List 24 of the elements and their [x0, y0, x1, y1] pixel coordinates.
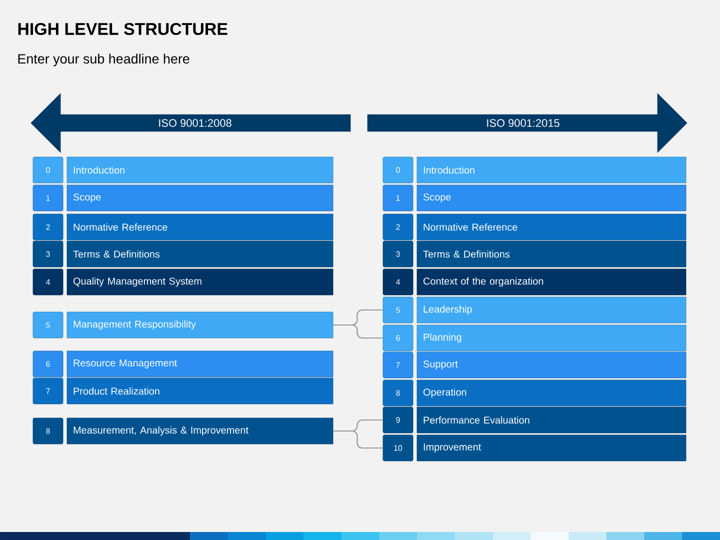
item-bar: Scope [66, 184, 334, 212]
bracket-connector [333, 430, 383, 449]
item-bar: Planning [416, 324, 686, 352]
item-bar: Normative Reference [416, 214, 686, 240]
item-bar: Improvement [416, 434, 686, 462]
item-bar: Normative Reference [66, 214, 334, 240]
item-bar: Terms & Definitions [416, 240, 686, 268]
item-bar: Support [416, 352, 686, 378]
item-bar: Scope [416, 184, 686, 212]
slide-title: HIGH LEVEL STRUCTURE [18, 23, 228, 35]
item-bar: Introduction [416, 156, 686, 184]
item-bar: Terms & Definitions [66, 240, 334, 268]
bracket-connector [333, 324, 383, 339]
item-bar: Resource Management [66, 350, 334, 378]
item-bar: Operation [416, 380, 686, 406]
item-bar: Product Realization [66, 378, 334, 404]
subtitle: Enter your sub headline here [18, 54, 190, 66]
item-bar: Management Responsibility [66, 312, 334, 338]
item-bar: Introduction [66, 156, 334, 184]
item-bar: Performance Evaluation [416, 406, 686, 434]
item-bar: Measurement, Analysis & Improvement [66, 418, 334, 444]
item-bar: Quality Management System [66, 268, 334, 296]
item-bar: Leadership [416, 296, 686, 324]
item-bar: Context of the organization [416, 268, 686, 296]
